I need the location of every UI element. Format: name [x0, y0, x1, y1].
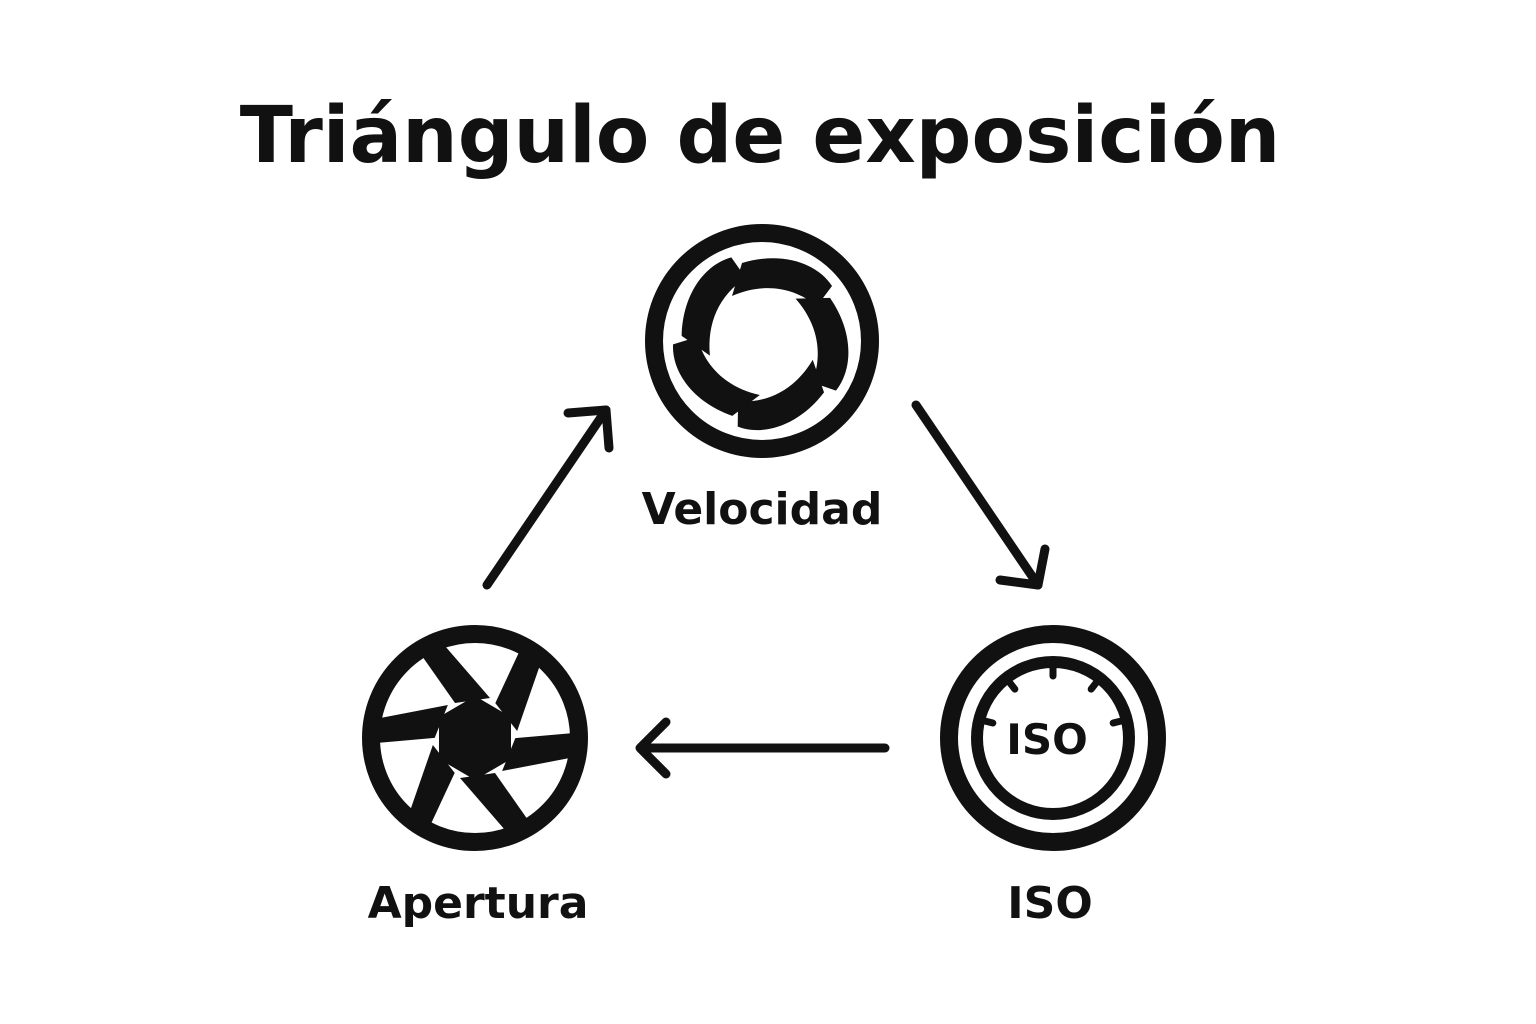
- velocidad-label: Velocidad: [642, 484, 883, 535]
- arrow-apertura-to-velocidad: [482, 405, 614, 590]
- apertura-node: Apertura: [362, 625, 589, 929]
- iso-label: ISO: [1007, 878, 1092, 929]
- diagram-title: Triángulo de exposición: [240, 91, 1281, 181]
- velocidad-node: Velocidad: [642, 224, 883, 535]
- arrow-velocidad-to-iso: [911, 400, 1050, 590]
- shutter-icon: [645, 224, 879, 458]
- iso-icon-text: ISO: [1006, 715, 1088, 764]
- iso-dial-icon: ISO: [940, 625, 1166, 851]
- aperture-icon: [362, 625, 588, 851]
- apertura-label: Apertura: [368, 878, 589, 929]
- arrow-iso-to-apertura: [635, 717, 890, 779]
- iso-dial-ticks: [975, 658, 1131, 727]
- iso-node: ISO ISO: [940, 625, 1166, 929]
